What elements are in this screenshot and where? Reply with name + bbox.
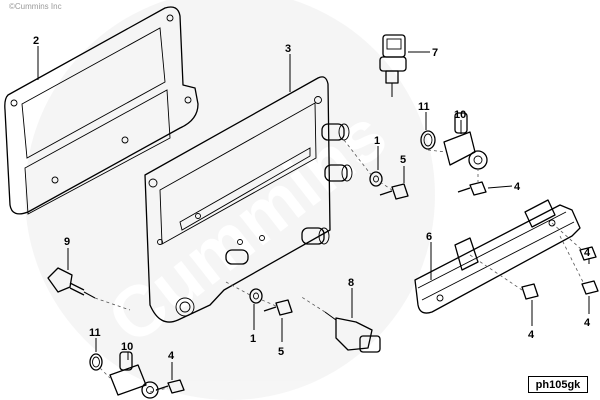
callout-4: 4 [584,317,591,329]
callout-8: 8 [348,277,354,289]
copyright-notice: ©Cummins Inc [9,2,62,11]
callout-6: 6 [426,231,432,243]
sensor-bracket [414,199,581,314]
callout-5: 5 [400,154,406,166]
capscrew-bracket-right [579,246,597,261]
callout-1: 1 [250,333,256,345]
capscrew-lower [263,299,293,316]
callout-11: 11 [418,101,430,113]
alignment-lines [94,139,585,393]
callout-11: 11 [89,327,101,339]
temperature-sensor [47,267,96,299]
o-ring-upper [420,130,436,150]
capscrew-bracket-lower [521,283,539,300]
callout-4: 4 [168,350,175,362]
ecm-mounting-plate [144,76,353,323]
drawing-id-label: ph105gk [528,376,588,393]
callout-3: 3 [285,43,291,55]
washer-lower [249,288,263,304]
callout-1: 1 [374,135,380,147]
o-ring-lower [89,353,103,371]
sensor-top [379,34,407,97]
capscrew-upper [379,183,409,200]
callout-4: 4 [528,329,535,341]
watermark: Cummins [25,0,435,400]
callout-2: 2 [33,35,39,47]
callout-4: 4 [514,181,521,193]
callout-10: 10 [121,341,133,353]
pressure-sensor [324,311,381,353]
callout-10: 10 [454,109,466,121]
callouts: 2 3 7 11 10 1 5 4 6 4 4 4 9 8 1 5 11 10 … [33,35,591,362]
callout-5: 5 [278,346,284,358]
callout-9: 9 [64,236,70,248]
capscrew-bracket-far-right [581,280,599,295]
capscrew-sensor-upper [457,181,487,196]
washer-upper [369,171,383,187]
leader-lines [37,46,590,380]
callout-4: 4 [584,247,591,259]
callout-7: 7 [432,47,438,59]
gasket [4,6,199,215]
speed-sensor-upper [443,112,488,170]
